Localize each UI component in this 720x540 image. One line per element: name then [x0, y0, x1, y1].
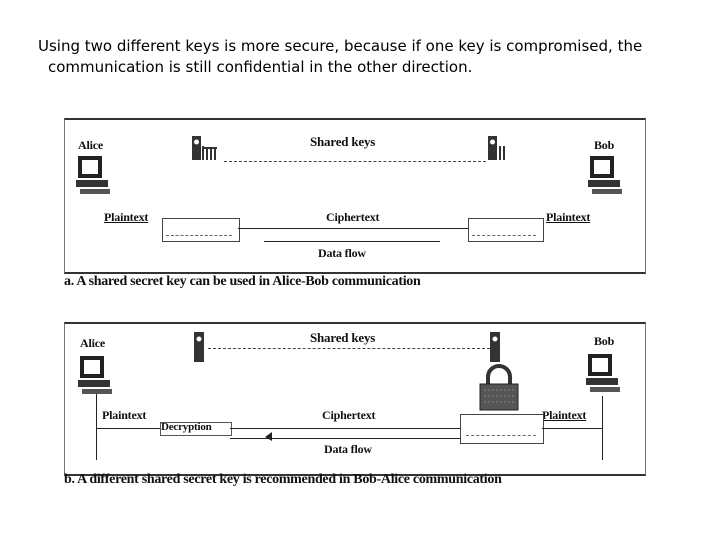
intro-line-2: communication is still confidential in t…	[48, 58, 473, 76]
diagram-a-frame	[64, 118, 646, 274]
alice-vertical-line	[96, 394, 97, 460]
diagram-b-frame	[64, 322, 646, 476]
key-icon	[194, 332, 204, 362]
computer-icon	[588, 156, 622, 194]
ciphertext-line	[238, 228, 468, 229]
data-flow-line	[264, 241, 440, 242]
diagram-a: Alice Bob Shared keys Plaintext Plaintex…	[64, 118, 646, 274]
computer-icon	[76, 156, 110, 194]
bob-label: Bob	[594, 138, 615, 152]
decryption-box	[160, 422, 232, 436]
key-icon	[488, 136, 505, 160]
arrow-icon	[265, 432, 272, 441]
data-flow-label: Data flow	[324, 442, 372, 456]
computer-icon	[586, 354, 620, 392]
ciphertext-label: Ciphertext	[322, 408, 376, 422]
bob-vertical-line	[602, 396, 603, 460]
caption-a: a. A shared secret key can be used in Al…	[64, 274, 421, 289]
encrypt-box-detail	[166, 235, 232, 236]
alice-label: Alice	[80, 336, 105, 350]
decryption-label: Decryption	[161, 421, 212, 433]
shared-keys-line	[208, 348, 490, 349]
plaintext-label-left: Plaintext	[104, 210, 149, 224]
data-flow-label: Data flow	[318, 246, 366, 260]
decrypt-box	[468, 218, 544, 242]
computer-icon	[78, 356, 112, 394]
shared-keys-label: Shared keys	[310, 330, 376, 345]
data-flow-line	[230, 438, 460, 439]
diagram-b: Alice Bob Shared keys Plaintext Plaintex…	[64, 322, 646, 476]
bob-label: Bob	[594, 334, 615, 348]
decrypt-box-detail	[472, 235, 536, 236]
plaintext-label-left: Plaintext	[102, 408, 147, 422]
padlock-icon	[479, 364, 519, 411]
plaintext-label-right: Plaintext	[542, 408, 587, 422]
shared-keys-line	[224, 161, 486, 162]
key-icon	[490, 332, 500, 362]
alice-label: Alice	[78, 138, 103, 152]
encrypt-box	[162, 218, 240, 242]
encrypt-box-detail	[466, 435, 536, 436]
encrypt-box	[460, 414, 544, 444]
plaintext-line-left	[96, 428, 160, 429]
plaintext-label-right: Plaintext	[546, 210, 591, 224]
key-icon	[192, 136, 217, 160]
caption-b: b. A different shared secret key is reco…	[64, 472, 502, 487]
plaintext-line-right	[542, 428, 602, 429]
shared-keys-label: Shared keys	[310, 134, 376, 149]
intro-text: Using two different keys is more secure,…	[38, 36, 678, 78]
ciphertext-label: Ciphertext	[326, 210, 380, 224]
intro-line-1: Using two different keys is more secure,…	[38, 37, 643, 55]
ciphertext-line	[230, 428, 460, 429]
